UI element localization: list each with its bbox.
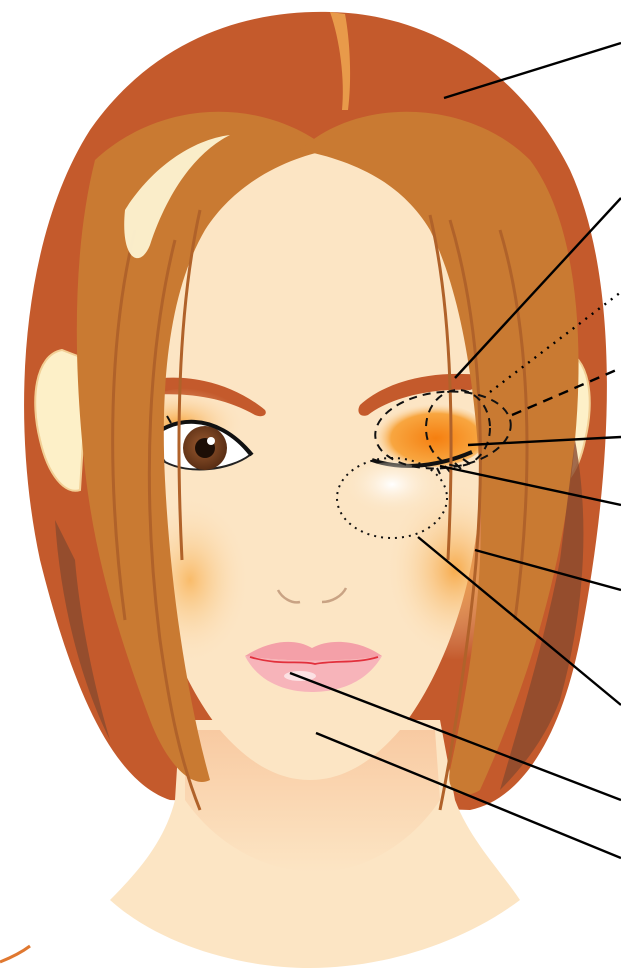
left-eye-glint (207, 437, 215, 445)
corner-stroke (0, 946, 30, 962)
under-eye-highlight (347, 462, 437, 518)
